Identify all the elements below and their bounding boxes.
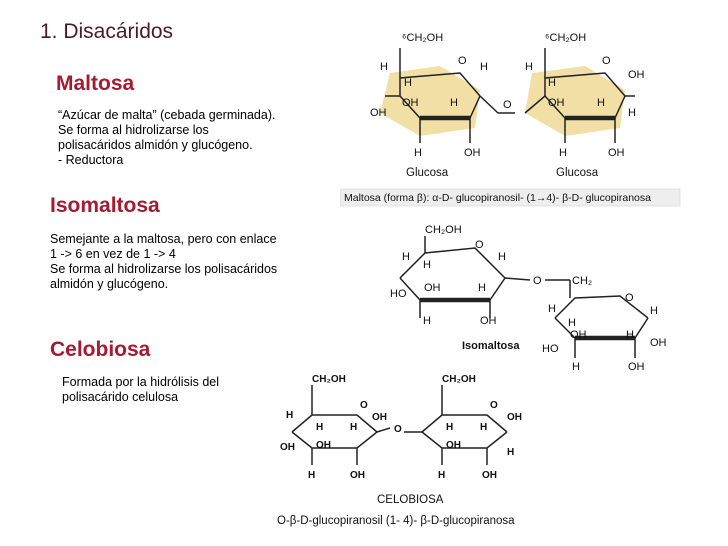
svg-text:H: H <box>423 315 431 327</box>
celobiosa-heading: Celobiosa <box>50 338 151 361</box>
svg-text:CH₂OH: CH₂OH <box>442 374 476 385</box>
svg-text:O: O <box>475 239 484 251</box>
maltosa-line: - Reductora <box>58 153 124 167</box>
celobiosa-structure-diagram: CH₂OH CH₂OH O O H H OH OH H OH O H OH H … <box>277 374 522 527</box>
celobiosa-caption: O-β-D-glucopiranosil (1- 4)- β-D-glucopi… <box>277 515 515 527</box>
svg-text:OH: OH <box>507 412 522 423</box>
svg-text:H: H <box>507 447 514 458</box>
svg-text:OH: OH <box>480 315 497 327</box>
maltosa-line: “Azúcar de malta” (cebada germinada). <box>58 108 276 122</box>
isomaltosa-line: almidón y glucógeno. <box>50 277 169 291</box>
svg-text:OH: OH <box>350 470 365 481</box>
maltosa-glucose-label: Glucosa <box>556 167 599 179</box>
svg-text:OH: OH <box>650 337 667 349</box>
svg-text:H: H <box>480 422 487 433</box>
svg-text:H: H <box>597 97 605 109</box>
svg-text:O: O <box>533 275 542 287</box>
svg-text:H: H <box>350 422 357 433</box>
svg-text:H: H <box>548 77 556 89</box>
svg-text:H: H <box>559 147 567 159</box>
svg-text:H: H <box>423 259 431 271</box>
svg-text:O: O <box>490 400 498 411</box>
svg-text:OH: OH <box>482 470 497 481</box>
svg-text:OH: OH <box>464 147 481 159</box>
svg-text:H: H <box>478 282 486 294</box>
celobiosa-line: Formada por la hidrólisis del <box>62 375 220 389</box>
svg-text:H: H <box>572 361 580 373</box>
isomaltosa-label: Isomaltosa <box>462 340 520 352</box>
svg-text:OH: OH <box>570 329 587 341</box>
svg-text:HO: HO <box>390 288 407 300</box>
maltosa-description: “Azúcar de malta” (cebada germinada). Se… <box>58 108 275 168</box>
svg-text:O: O <box>394 424 402 435</box>
maltosa-line: Se forma al hidrolizarse los <box>58 123 209 137</box>
svg-text:OH: OH <box>424 282 441 294</box>
svg-text:H: H <box>286 410 293 421</box>
svg-text:HO: HO <box>542 343 559 355</box>
svg-text:H: H <box>308 470 315 481</box>
celobiosa-label: CELOBIOSA <box>377 494 444 506</box>
slide-title: 1. Disacáridos <box>40 20 174 43</box>
svg-text:H: H <box>480 61 488 73</box>
svg-text:H: H <box>438 470 445 481</box>
svg-text:OH: OH <box>608 147 625 159</box>
svg-text:H: H <box>414 147 422 159</box>
isomaltosa-line: Semejante a la maltosa, pero con enlace <box>50 232 277 246</box>
celobiosa-description: Formada por la hidrólisis del polisacári… <box>62 375 219 405</box>
svg-text:OH: OH <box>628 69 645 81</box>
svg-text:CH₂OH: CH₂OH <box>312 374 346 385</box>
svg-text:H: H <box>450 97 458 109</box>
isomaltosa-structure-diagram: CH₂OH O H H H OH H HO O CH₂ O H H H OH H… <box>390 224 667 373</box>
svg-text:H: H <box>402 251 410 263</box>
svg-text:H: H <box>404 77 412 89</box>
svg-text:H: H <box>446 422 453 433</box>
svg-text:OH: OH <box>628 361 645 373</box>
svg-text:OH: OH <box>548 97 565 109</box>
isomaltosa-heading: Isomaltosa <box>50 194 160 217</box>
celobiosa-line: polisacárido celulosa <box>62 390 179 404</box>
svg-text:O: O <box>360 400 368 411</box>
isomaltosa-description: Semejante a la maltosa, pero con enlace … <box>50 232 277 292</box>
svg-text:OH: OH <box>402 97 419 109</box>
maltosa-heading: Maltosa <box>56 72 135 95</box>
isomaltosa-line: Se forma al hidrolizarse los polisacárid… <box>50 262 278 276</box>
svg-text:⁶CH₂OH: ⁶CH₂OH <box>402 32 443 44</box>
svg-text:H: H <box>525 61 533 73</box>
svg-text:OH: OH <box>316 440 331 451</box>
svg-text:H: H <box>568 317 576 329</box>
svg-text:OH: OH <box>370 107 387 119</box>
svg-text:OH: OH <box>372 412 387 423</box>
maltosa-glucose-label: Glucosa <box>406 167 449 179</box>
svg-text:H: H <box>650 305 658 317</box>
svg-text:O: O <box>602 55 611 67</box>
svg-text:CH₂: CH₂ <box>572 275 592 287</box>
svg-text:H: H <box>498 251 506 263</box>
svg-text:H: H <box>380 61 388 73</box>
svg-text:O: O <box>458 55 467 67</box>
svg-text:O: O <box>625 292 634 304</box>
svg-text:OH: OH <box>280 442 295 453</box>
svg-text:H: H <box>628 107 636 119</box>
svg-text:H: H <box>548 303 556 315</box>
svg-text:CH₂OH: CH₂OH <box>425 224 462 236</box>
svg-text:⁶CH₂OH: ⁶CH₂OH <box>545 32 586 44</box>
svg-text:OH: OH <box>446 440 461 451</box>
maltosa-line: polisacáridos almidón y glucógeno. <box>58 138 253 152</box>
maltosa-caption: Maltosa (forma β): α-D- glucopiranosil- … <box>344 192 651 204</box>
svg-text:O: O <box>503 99 512 111</box>
isomaltosa-line: 1 -> 6 en vez de 1 -> 4 <box>50 247 176 261</box>
svg-text:H: H <box>626 329 634 341</box>
svg-text:H: H <box>316 422 323 433</box>
maltosa-structure-diagram: ⁶CH₂OH ⁶CH₂OH O O H H H OH H H OH H OH H… <box>340 32 681 207</box>
